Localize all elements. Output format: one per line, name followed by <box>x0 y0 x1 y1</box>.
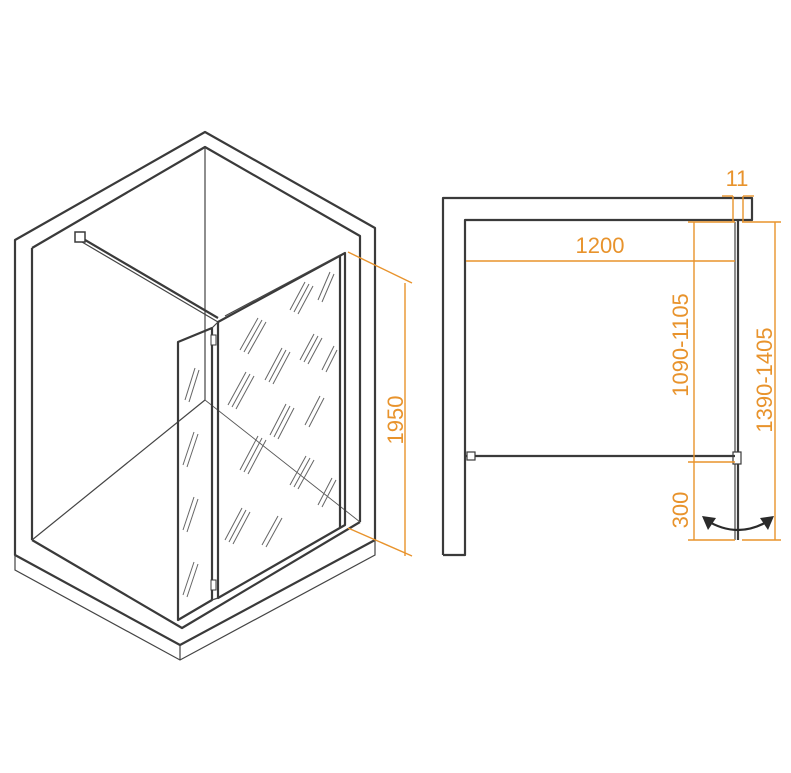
wall-outline <box>441 196 754 557</box>
stabilizer-bar <box>74 231 219 323</box>
height-dimension: 1950 <box>347 251 413 557</box>
thickness-label: 11 <box>726 166 749 191</box>
glass-panel <box>176 251 347 622</box>
swing-arrow-icon <box>702 516 774 531</box>
brace-height-label: 1090-1105 <box>668 293 693 397</box>
glass-pattern <box>182 271 338 598</box>
isometric-view: 1950 <box>13 130 413 661</box>
width-dimension: 1200 <box>466 233 735 262</box>
plan-stabilizer-bar <box>465 451 735 461</box>
height-label: 1950 <box>383 396 408 445</box>
panel-height-label: 1390-1405 <box>752 327 777 432</box>
panel-height-dimension: 1390-1405 <box>742 221 781 541</box>
plan-view: 11 1200 1090-1105 300 1390-1405 <box>441 166 781 557</box>
room-box <box>13 130 377 661</box>
plan-glass-panel <box>732 220 742 540</box>
thickness-dimension: 11 <box>722 166 754 222</box>
swing-label: 300 <box>668 492 693 529</box>
brace-height-dimension: 1090-1105 <box>668 221 735 463</box>
swing-dimension: 300 <box>668 462 735 541</box>
width-label: 1200 <box>576 233 625 258</box>
